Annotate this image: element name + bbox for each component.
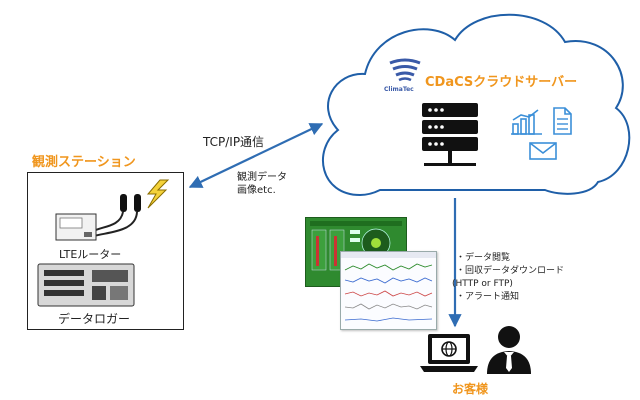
graph-screenshot-image [340, 251, 437, 330]
services-list: ・データ閲覧 ・回収データダウンロード (HTTP or FTP) ・アラート通… [452, 252, 565, 304]
station-title: 観測ステーション [32, 155, 136, 170]
router-label: LTEルーター [59, 248, 122, 261]
payload-line-2: 画像etc. [237, 185, 276, 196]
router-icon [55, 213, 97, 241]
data-logger-icon [37, 263, 135, 307]
customer-label: お客様 [452, 382, 489, 396]
tcp-ip-arrow [188, 123, 324, 188]
climatec-logo-icon [389, 58, 421, 82]
document-icon [553, 107, 572, 135]
logger-label: データロガー [58, 312, 131, 326]
service-item: ・データ閲覧 [456, 253, 511, 263]
mail-icon [529, 142, 557, 160]
antenna-icon [120, 194, 141, 212]
businessperson-icon [487, 326, 531, 374]
service-item: (HTTP or FTP) [452, 279, 513, 289]
climatec-logo-text: ClimaTec [384, 86, 414, 93]
chart-icon [511, 109, 542, 135]
server-icon [422, 103, 478, 166]
service-item: ・回収データダウンロード [456, 266, 565, 276]
lightning-icon [146, 179, 170, 209]
laptop-globe-icon [420, 334, 478, 372]
service-item: ・アラート通知 [456, 292, 520, 302]
lte-router-illustration [55, 179, 170, 241]
cloud-title: CDaCSクラウドサーバー [425, 75, 578, 90]
